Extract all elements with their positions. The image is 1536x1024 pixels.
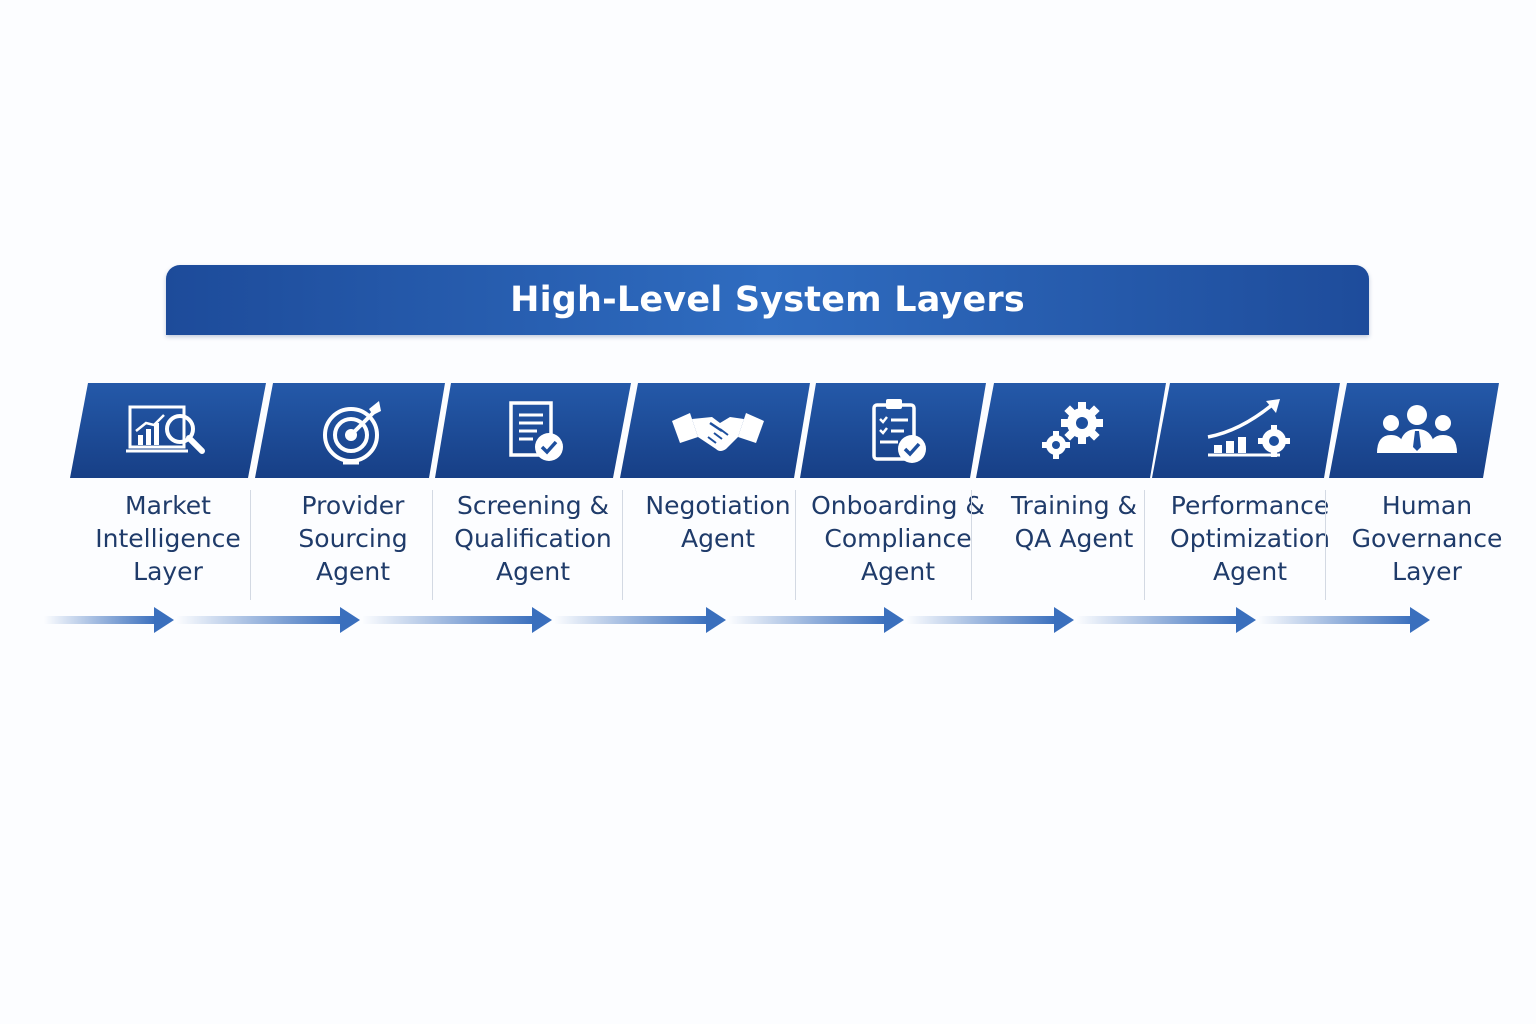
stage-tile bbox=[1150, 383, 1350, 478]
flow-arrow bbox=[176, 607, 360, 633]
stage-tile bbox=[974, 383, 1174, 478]
stage-tile bbox=[68, 383, 268, 478]
stage-tile bbox=[253, 383, 453, 478]
document-check-icon bbox=[509, 400, 563, 461]
growth-gear-icon bbox=[1207, 398, 1290, 457]
stage-tile bbox=[1327, 383, 1527, 478]
clipboard-check-icon bbox=[872, 398, 926, 463]
stage-tile bbox=[433, 383, 633, 478]
flow-arrow bbox=[1258, 607, 1430, 633]
stage-label: Screening & Qualification Agent bbox=[454, 491, 612, 586]
stage-label: Training & QA Agent bbox=[1010, 491, 1138, 553]
title-banner: High-Level System Layers bbox=[166, 265, 1369, 335]
gears-icon bbox=[1042, 401, 1103, 459]
stage-label: Provider Sourcing Agent bbox=[298, 491, 408, 586]
stage-label: Negotiation Agent bbox=[645, 491, 791, 553]
stage-tile bbox=[618, 383, 818, 478]
target-icon bbox=[323, 400, 381, 464]
flow-arrow bbox=[362, 607, 552, 633]
stage-divider bbox=[795, 490, 796, 600]
stage-label: Human Governance Layer bbox=[1351, 491, 1503, 586]
stage-label: Onboarding & Compliance Agent bbox=[811, 491, 985, 586]
stage-divider bbox=[1325, 490, 1326, 600]
handshake-icon bbox=[672, 412, 764, 451]
flow-arrow bbox=[728, 607, 904, 633]
stage-tile bbox=[798, 383, 998, 478]
people-icon bbox=[1377, 404, 1457, 453]
flow-arrow bbox=[1076, 607, 1256, 633]
flow-arrow bbox=[44, 607, 174, 633]
stage-divider bbox=[250, 490, 251, 600]
flow-arrow bbox=[906, 607, 1074, 633]
stage-label: Market Intelligence Layer bbox=[95, 491, 241, 586]
stage-divider bbox=[971, 490, 972, 600]
chart-magnifier-icon bbox=[126, 405, 205, 454]
stage-divider bbox=[622, 490, 623, 600]
flow-arrow bbox=[554, 607, 726, 633]
stage-divider bbox=[432, 490, 433, 600]
stage-divider bbox=[1144, 490, 1145, 600]
diagram-title: High-Level System Layers bbox=[510, 280, 1025, 320]
stage-label: Performance Optimization Agent bbox=[1170, 491, 1330, 586]
